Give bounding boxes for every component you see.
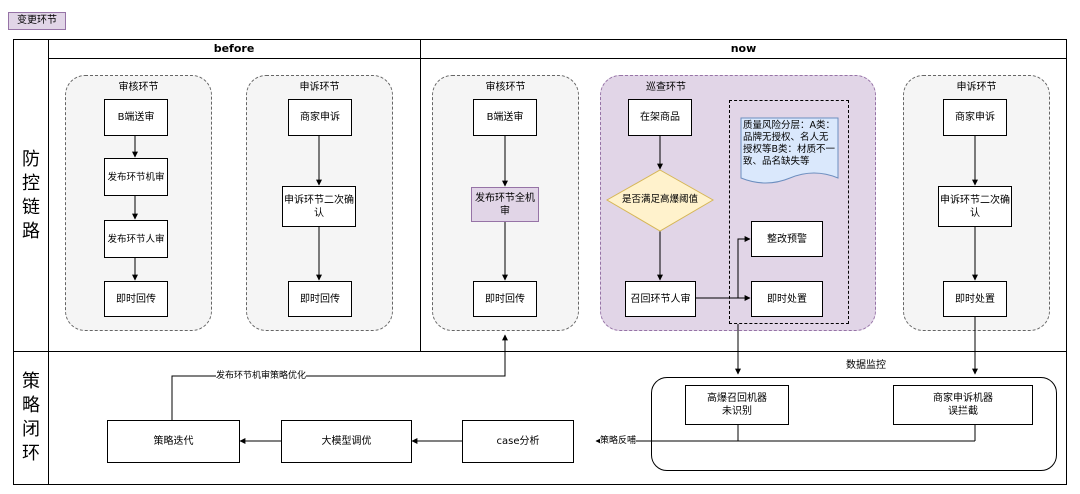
before-instant-return: 即时回传 (104, 281, 168, 317)
feedback-label: 策略反哺 (600, 436, 637, 447)
now-b-submit: B端送审 (473, 99, 537, 136)
before-review-title: 审核环节 (118, 82, 159, 93)
now-instant-handle: 即时处置 (943, 281, 1007, 317)
now-merchant-appeal: 商家申诉 (943, 99, 1007, 136)
before-now-divider (420, 39, 421, 351)
patrol-handling-frame (729, 100, 849, 324)
now-review-title: 审核环节 (485, 82, 526, 93)
now-patrol-title: 巡查环节 (646, 82, 686, 93)
col-head-before: before (213, 42, 255, 55)
monitor-appeal-false-block: 商家申诉机器误拦截 (893, 385, 1033, 425)
lane-divider (13, 351, 1067, 352)
llm-tuning: 大模型调优 (281, 420, 412, 463)
swimlane-frame (13, 39, 1067, 485)
threshold-decision (605, 169, 715, 232)
before-human-review: 发布环节人审 (104, 220, 168, 258)
before-appeal-instant-return: 即时回传 (288, 281, 352, 317)
now-full-machine-review: 发布环节全机审 (471, 187, 539, 222)
before-b-submit: B端送审 (104, 99, 168, 136)
before-appeal-title: 申诉环节 (299, 82, 340, 93)
change-stage-tag: 变更环节 (8, 12, 66, 30)
risk-tier-note: 质量风险分层：A类：品牌无授权、名人无授权等B类：材质不一致、品名缺失等 (743, 120, 836, 167)
label-column-divider (48, 39, 49, 485)
optimize-label: 发布环节机审策略优化 (216, 371, 307, 382)
strategy-iteration: 策略迭代 (107, 420, 240, 463)
before-appeal-second-check: 申诉环节二次确认 (282, 186, 356, 227)
before-merchant-appeal: 商家申诉 (288, 99, 352, 136)
risk-tier-note-shape (740, 117, 839, 184)
now-instant-return: 即时回传 (473, 281, 537, 317)
case-analysis: case分析 (462, 420, 574, 463)
rectify-warning: 整改预警 (751, 221, 823, 257)
recall-human-review: 召回环节人审 (625, 281, 696, 317)
row-label-strategy: 策略闭环 (22, 371, 40, 464)
row-label-defense: 防控链路 (22, 149, 40, 242)
header-divider (48, 58, 1067, 59)
now-appeal-title: 申诉环节 (956, 82, 997, 93)
on-sale-goods: 在架商品 (628, 99, 692, 136)
now-appeal-second-check: 申诉环节二次确认 (938, 186, 1012, 227)
threshold-decision-label: 是否满足高爆阈值 (621, 194, 698, 205)
monitor-high-recall-missed: 高爆召回机器未识别 (685, 385, 789, 425)
patrol-instant-handle: 即时处置 (751, 281, 823, 317)
monitor-title: 数据监控 (846, 360, 886, 371)
before-machine-review: 发布环节机审 (104, 158, 168, 196)
col-head-now: now (730, 42, 757, 55)
